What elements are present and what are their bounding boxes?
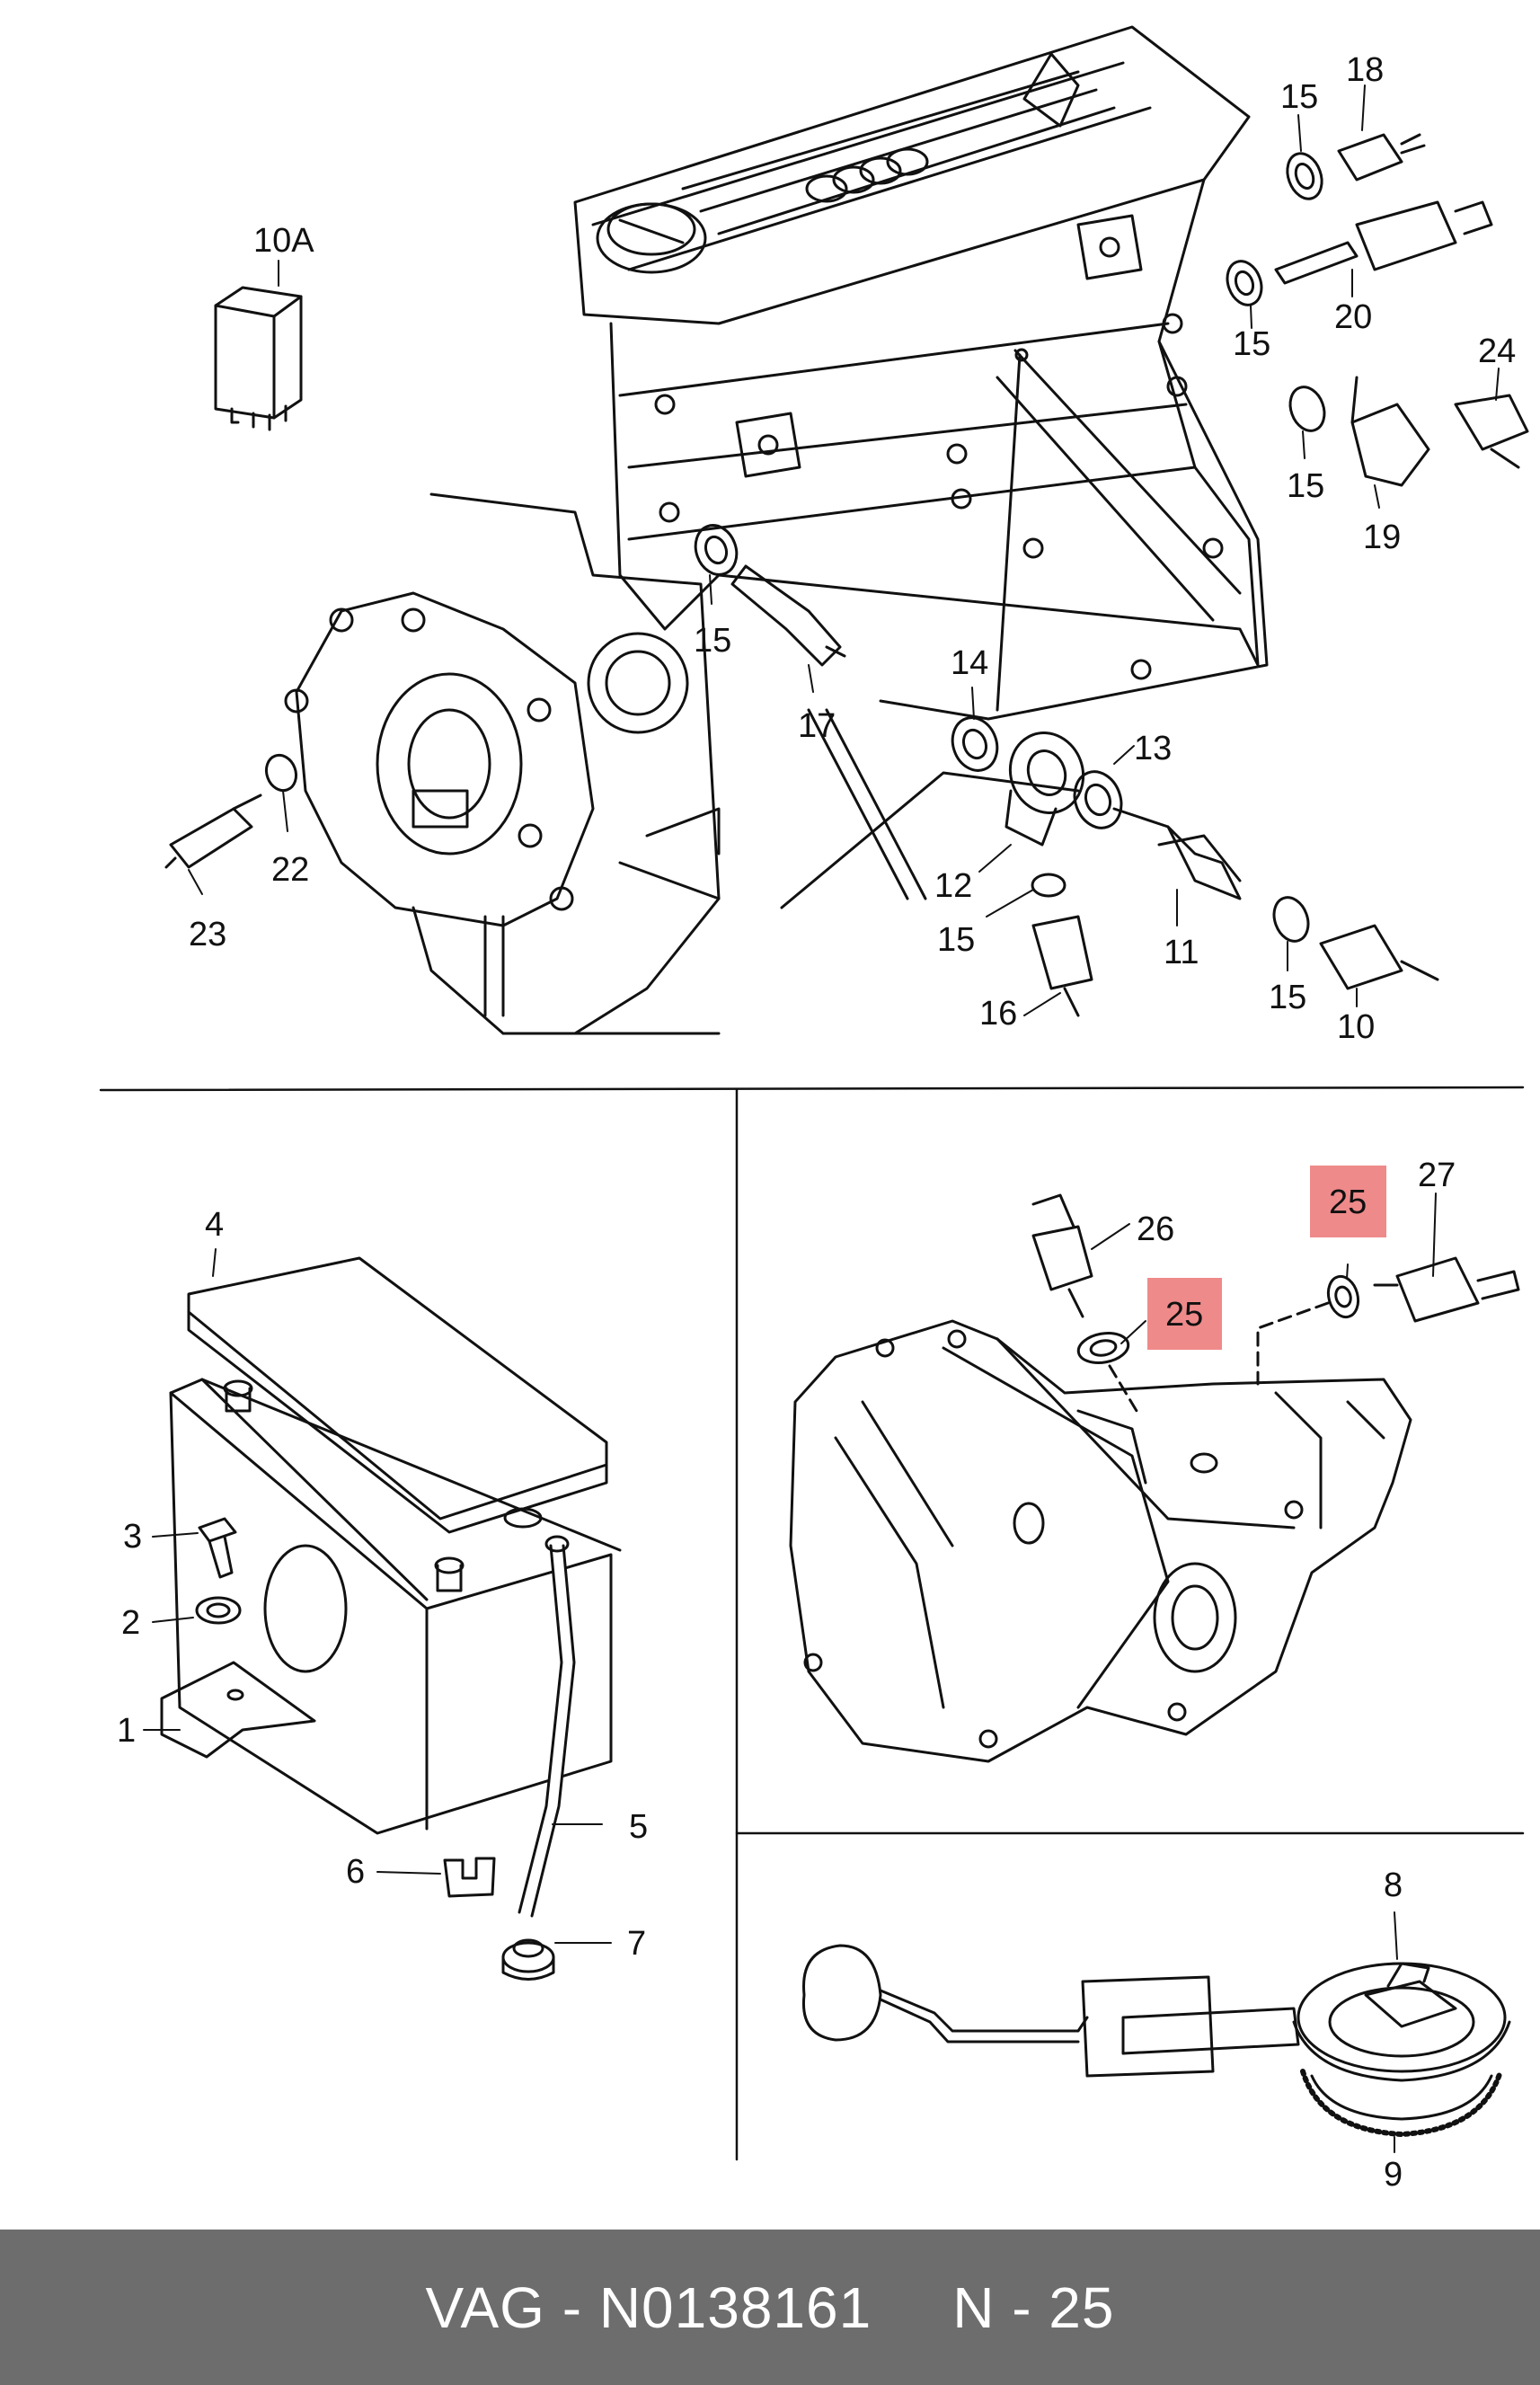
callout-3: 3 (123, 1518, 142, 1556)
callout-2: 2 (121, 1604, 140, 1642)
brand-label: VAG (425, 2274, 545, 2340)
callout-15-left: 15 (694, 622, 731, 660)
callout-15-mid: 15 (1233, 325, 1270, 363)
front-cover-pump (284, 492, 721, 1035)
part-number-footer: VAG - N0138161 N - 25 (0, 2230, 1540, 2385)
parts-diagram: 10A 15 18 15 20 24 15 19 15 17 14 13 22 … (99, 25, 1529, 2194)
highlight-25-right (1310, 1166, 1386, 1237)
battery-assembly (160, 1256, 622, 1981)
part-number: N0138161 (598, 2274, 872, 2340)
callout-15-lower-right: 15 (1269, 979, 1306, 1016)
callout-10: 10 (1337, 1008, 1375, 1046)
callout-10A: 10A (253, 222, 314, 260)
callout-8: 8 (1384, 1866, 1403, 1904)
callout-4: 4 (205, 1206, 224, 1244)
callout-22: 22 (271, 851, 309, 889)
callout-25-right: 25 (1329, 1184, 1367, 1221)
callout-1: 1 (117, 1712, 136, 1750)
callout-25-left: 25 (1165, 1296, 1203, 1334)
callout-7: 7 (627, 1925, 646, 1963)
callout-26: 26 (1137, 1210, 1174, 1248)
callouts: 10A 15 18 15 20 24 15 19 15 17 14 13 22 … (117, 51, 1516, 2194)
part-separator-space (582, 2274, 599, 2341)
callout-19: 19 (1363, 519, 1401, 556)
callout-24: 24 (1478, 332, 1516, 370)
brand-separator (545, 2274, 562, 2341)
callout-20: 20 (1334, 298, 1372, 336)
gearbox-assembly (789, 1193, 1520, 1763)
callout-15-lower: 15 (937, 921, 975, 959)
separator-dash: - (562, 2274, 583, 2340)
relay-10A (214, 286, 303, 431)
engine-block (573, 25, 1269, 909)
callout-16: 16 (979, 995, 1017, 1033)
callout-15-right: 15 (1287, 467, 1324, 505)
callout-13: 13 (1134, 730, 1172, 767)
callout-leaders (143, 84, 1500, 2153)
callout-23: 23 (189, 916, 226, 953)
callout-15-top: 15 (1280, 78, 1318, 116)
fuel-sender-assembly (801, 1944, 1511, 2137)
callout-18: 18 (1346, 51, 1384, 89)
callout-5: 5 (629, 1808, 648, 1846)
callout-12: 12 (934, 867, 972, 905)
highlight-25-left (1147, 1278, 1222, 1350)
callout-11: 11 (1164, 934, 1199, 971)
callout-9: 9 (1384, 2156, 1403, 2194)
callout-14: 14 (951, 644, 988, 682)
callout-6: 6 (346, 1853, 365, 1891)
callout-17: 17 (798, 707, 836, 745)
diagram-position: N - 25 (952, 2274, 1115, 2340)
callout-27: 27 (1418, 1157, 1456, 1194)
